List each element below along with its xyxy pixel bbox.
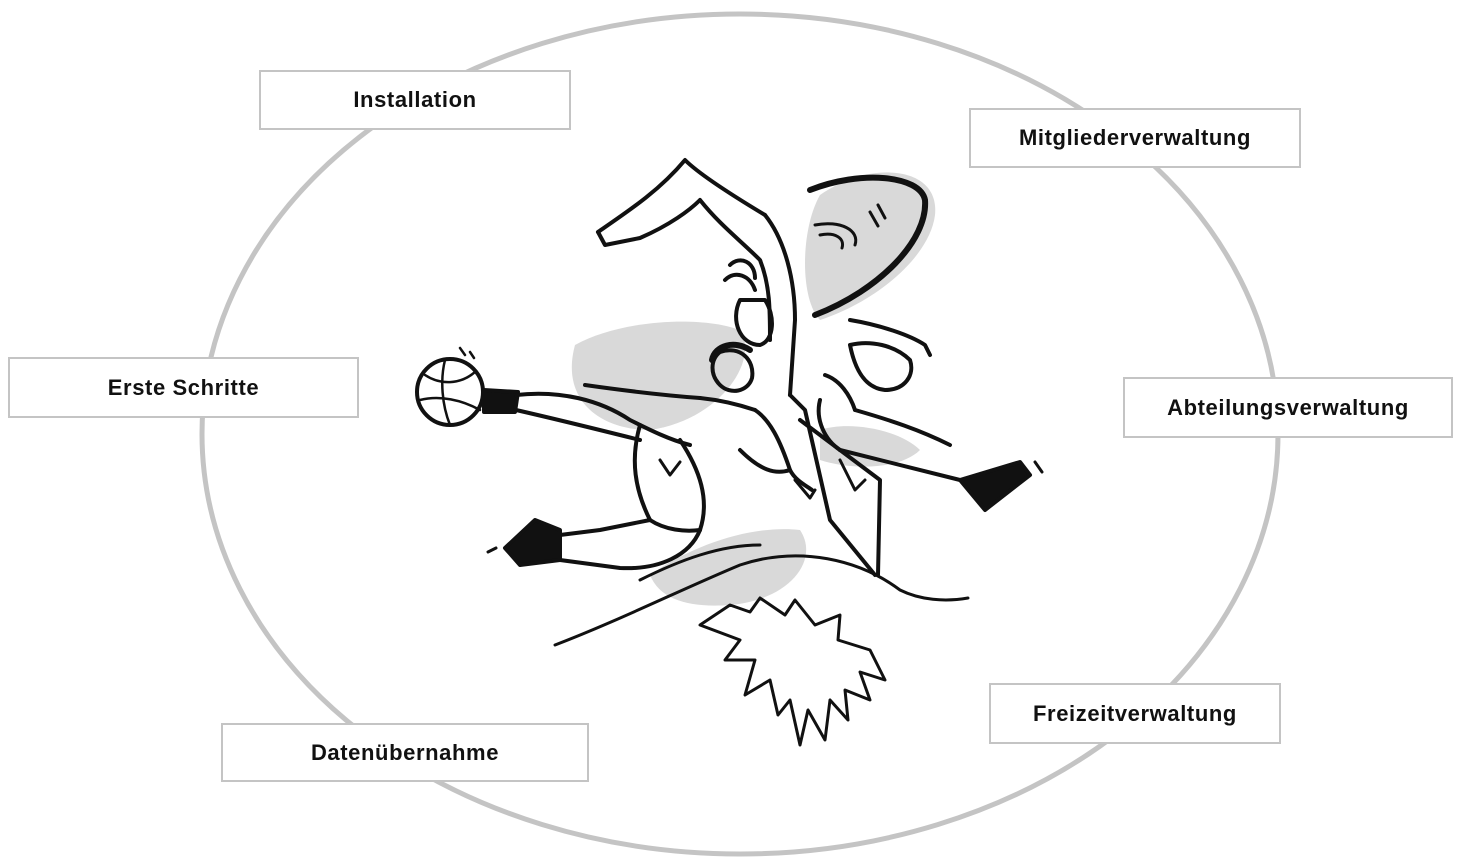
erste-schritte-button[interactable]: Erste Schritte [8,357,359,418]
abteilungsverwaltung-button[interactable]: Abteilungsverwaltung [1123,377,1453,438]
sports-athletes-illustration [417,160,1042,745]
installation-button[interactable]: Installation [259,70,571,130]
datenuebernahme-button[interactable]: Datenübernahme [221,723,589,782]
freizeitverwaltung-button[interactable]: Freizeitverwaltung [989,683,1281,744]
mitgliederverwaltung-button[interactable]: Mitgliederverwaltung [969,108,1301,168]
